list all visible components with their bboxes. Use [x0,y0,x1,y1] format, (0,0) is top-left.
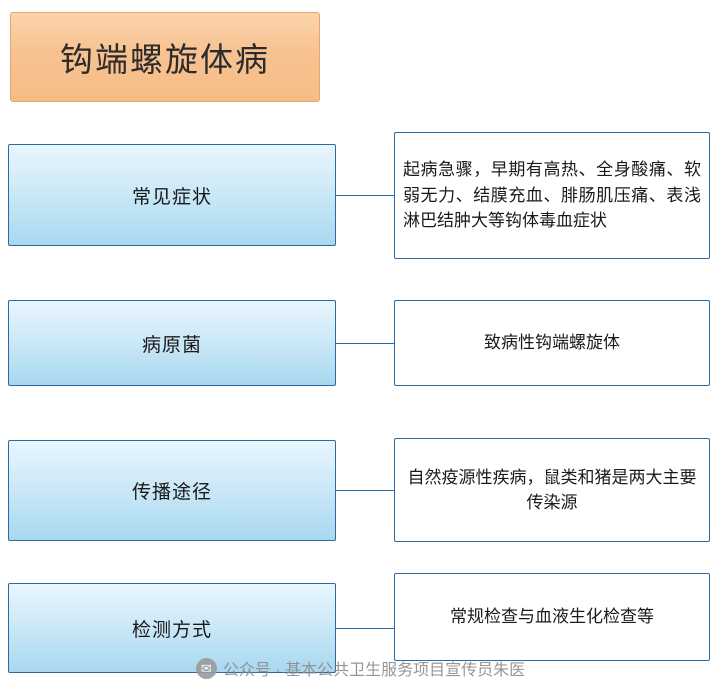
detail-box-transmission: 自然疫源性疾病，鼠类和猪是两大主要传染源 [394,438,710,542]
detail-box-detection: 常规检查与血液生化检查等 [394,573,710,661]
detail-box-pathogen: 致病性钩端螺旋体 [394,300,710,386]
category-box-symptoms[interactable]: 常见症状 [8,144,336,246]
connector-line-2 [336,343,394,344]
connector-line-1 [336,195,394,196]
page-title: 钩端螺旋体病 [60,43,270,79]
category-label: 检测方式 [131,619,212,641]
connector-line-3 [336,490,394,491]
detail-text: 致病性钩端螺旋体 [484,333,620,353]
category-box-detection[interactable]: 检测方式 [8,583,336,673]
category-label: 病原菌 [141,334,202,356]
connector-line-4 [336,628,394,629]
detail-text: 自然疫源性疾病，鼠类和猪是两大主要传染源 [407,467,697,513]
category-label: 传播途径 [131,482,212,503]
watermark: ✉ 公众号 · 基本公共卫生服务项目宣传员朱医 [0,656,721,680]
detail-text: 起病急骤，早期有高热、全身酸痛、软弱无力、结膜充血、腓肠肌压痛、表浅淋巴结肿大等… [403,160,701,231]
detail-text: 常规检查与血液生化检查等 [450,607,654,627]
category-box-pathogen[interactable]: 病原菌 [8,300,336,386]
watermark-text: 公众号 · 基本公共卫生服务项目宣传员朱医 [222,662,526,679]
category-label: 常见症状 [131,186,212,208]
title-box: 钩端螺旋体病 [10,12,320,102]
wechat-icon: ✉ [195,657,217,679]
category-box-transmission[interactable]: 传播途径 [8,440,336,541]
detail-box-symptoms: 起病急骤，早期有高热、全身酸痛、软弱无力、结膜充血、腓肠肌压痛、表浅淋巴结肿大等… [394,132,710,259]
